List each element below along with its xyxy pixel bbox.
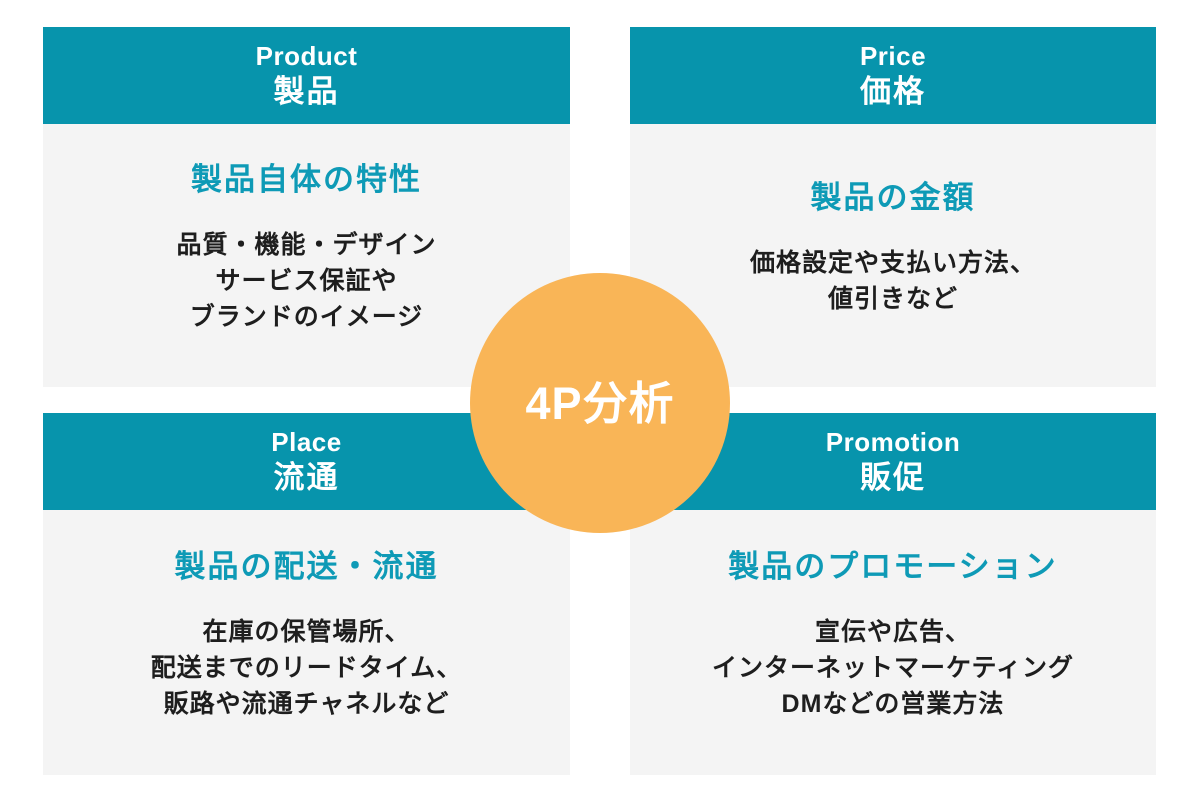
price-line: 価格設定や支払い方法、 <box>749 249 1036 277</box>
product-line: ブランドのイメージ <box>189 303 424 331</box>
quadrant-product: Product 製品 製品自体の特性 品質・機能・デザイン サービス保証や ブラ… <box>43 27 570 387</box>
quadrant-price: Price 価格 製品の金額 価格設定や支払い方法、 値引きなど <box>630 27 1156 387</box>
promotion-description: 宣伝や広告、 インターネットマーケティング DMなどの営業方法 <box>712 614 1074 722</box>
place-subtitle: 製品の配送・流通 <box>174 549 439 584</box>
quadrant-place: Place 流通 製品の配送・流通 在庫の保管場所、 配送までのリードタイム、 … <box>43 413 570 775</box>
promotion-subtitle: 製品のプロモーション <box>728 549 1058 584</box>
quadrant-promotion-body: 製品のプロモーション 宣伝や広告、 インターネットマーケティング DMなどの営業… <box>630 510 1156 775</box>
price-title-en: Price <box>859 40 927 71</box>
product-subtitle: 製品自体の特性 <box>191 162 422 197</box>
quadrant-product-body: 製品自体の特性 品質・機能・デザイン サービス保証や ブランドのイメージ <box>43 124 570 387</box>
product-description: 品質・機能・デザイン サービス保証や ブランドのイメージ <box>176 227 436 335</box>
place-title-en: Place <box>271 426 342 457</box>
price-subtitle: 製品の金額 <box>810 180 976 215</box>
price-title-ja: 価格 <box>860 73 926 109</box>
place-line: 販路や流通チャネルなど <box>163 690 450 718</box>
price-line: 値引きなど <box>827 285 958 313</box>
center-circle-label: 4P分析 <box>525 377 675 429</box>
place-line: 配送までのリードタイム、 <box>150 654 463 682</box>
quadrant-product-header: Product 製品 <box>43 27 570 124</box>
product-title-en: Product <box>255 40 358 71</box>
quadrant-price-body: 製品の金額 価格設定や支払い方法、 値引きなど <box>630 124 1156 387</box>
promotion-line: DMなどの営業方法 <box>781 690 1005 718</box>
place-line: 在庫の保管場所、 <box>202 618 411 646</box>
product-line: 品質・機能・デザイン <box>176 231 437 259</box>
quadrant-promotion: Promotion 販促 製品のプロモーション 宣伝や広告、 インターネットマー… <box>630 413 1156 775</box>
quadrant-price-header: Price 価格 <box>630 27 1156 124</box>
product-line: サービス保証や <box>215 267 398 295</box>
promotion-line: 宣伝や広告、 <box>814 618 971 646</box>
promotion-title-en: Promotion <box>825 426 961 457</box>
promotion-title-ja: 販促 <box>860 459 926 495</box>
price-description: 価格設定や支払い方法、 値引きなど <box>750 245 1036 317</box>
place-title-ja: 流通 <box>273 459 340 495</box>
quadrant-place-header: Place 流通 <box>43 413 570 510</box>
promotion-line: インターネットマーケティング <box>711 654 1074 682</box>
place-description: 在庫の保管場所、 配送までのリードタイム、 販路や流通チャネルなど <box>151 614 463 722</box>
product-title-ja: 製品 <box>273 73 340 109</box>
quadrant-place-body: 製品の配送・流通 在庫の保管場所、 配送までのリードタイム、 販路や流通チャネル… <box>43 510 570 775</box>
center-circle: 4P分析 <box>470 273 730 533</box>
